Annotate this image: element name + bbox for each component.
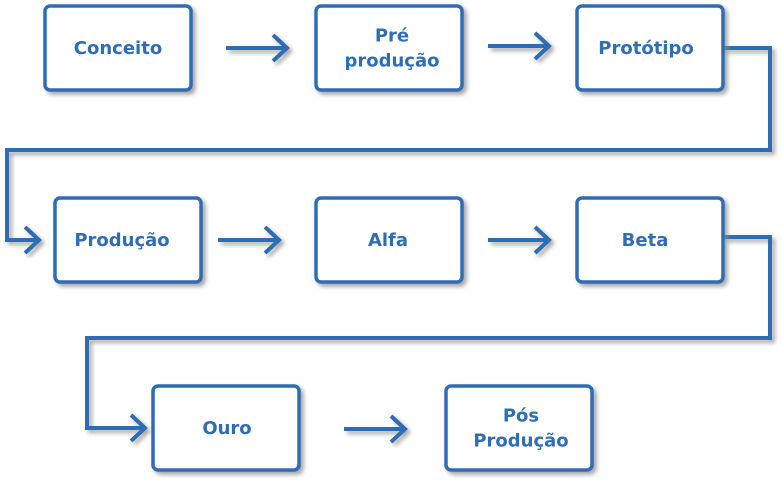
stage-box	[444, 384, 594, 472]
stage-label: Produção	[74, 230, 169, 251]
stage-label: Alfa	[368, 230, 408, 251]
stage-label: produção	[344, 51, 439, 72]
stage-box	[53, 196, 203, 284]
stage-box	[43, 4, 193, 92]
arrow-head-icon	[533, 225, 552, 255]
stage-prototipo: Protótipo	[575, 4, 725, 92]
stage-label: Pré	[375, 26, 409, 47]
stage-box	[314, 196, 464, 284]
connector-alfa-to-beta	[488, 225, 552, 255]
stage-beta: Beta	[575, 196, 725, 284]
arrow-head-icon	[129, 413, 148, 443]
connector-producao-to-alfa	[218, 225, 282, 255]
arrow-head-icon	[23, 225, 42, 255]
arrow-head-icon	[533, 31, 552, 61]
connector-pre-producao-to-prototipo	[488, 31, 552, 61]
stage-box	[575, 4, 725, 92]
connectors	[5, 31, 772, 444]
stage-label: Conceito	[74, 38, 162, 59]
arrow-head-icon	[263, 225, 282, 255]
stage-box	[575, 196, 725, 284]
connector-beta-to-ouro	[85, 235, 772, 443]
connector-line	[85, 235, 772, 430]
stage-box	[151, 384, 301, 472]
stage-label: Protótipo	[598, 38, 693, 59]
connector-line	[5, 46, 772, 242]
stage-ouro: Ouro	[151, 384, 301, 472]
stage-box	[314, 4, 464, 92]
stage-alfa: Alfa	[314, 196, 464, 284]
connector-prototipo-to-producao	[5, 46, 772, 255]
connector-ouro-to-pos-producao	[344, 414, 408, 444]
arrow-head-icon	[389, 414, 408, 444]
stage-label: Beta	[622, 230, 669, 251]
stage-label: Ouro	[202, 418, 251, 439]
stage-producao: Produção	[53, 196, 203, 284]
connector-conceito-to-pre-producao	[226, 33, 290, 63]
arrow-head-icon	[271, 33, 290, 63]
stage-label: Pós	[503, 406, 539, 427]
stage-pre-producao: Pré produção	[314, 4, 464, 92]
stage-label: Produção	[473, 431, 568, 452]
stage-conceito: Conceito	[43, 4, 193, 92]
